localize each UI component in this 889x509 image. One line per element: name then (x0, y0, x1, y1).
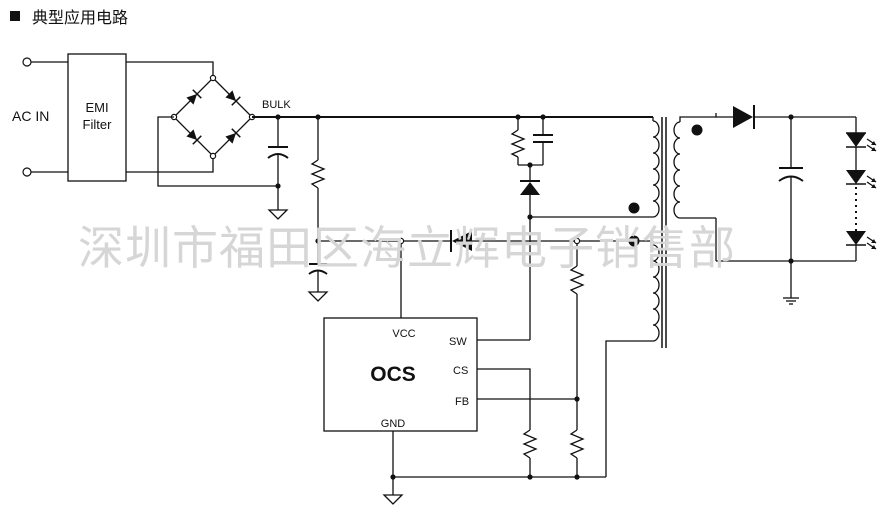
ground-bus (393, 474, 606, 480)
ac-terminal-bottom (22, 167, 32, 177)
chip-name: OCS (370, 363, 416, 386)
aux-polarity-dot (628, 235, 640, 247)
fb-lower-resistor-icon (569, 429, 585, 477)
pin-sw-label: SW (449, 336, 467, 348)
output-diode-icon (733, 105, 856, 129)
transformer-core (661, 117, 667, 348)
output-return (680, 217, 856, 264)
snubber-network (510, 117, 653, 340)
bridge-diode-4-icon (225, 128, 241, 144)
vcc-rail (315, 237, 450, 318)
pin-cs-label: CS (453, 365, 468, 377)
fb-upper-resistor-icon (569, 244, 585, 430)
bulk-label: BULK (262, 99, 291, 111)
led-string (846, 117, 877, 261)
startup-resistor-icon (310, 117, 326, 241)
bulk-rail: BULK (252, 99, 653, 120)
pin-vcc-label: VCC (392, 328, 415, 340)
led-2-icon (846, 170, 877, 189)
bridge-diode-2-icon (225, 90, 241, 106)
bulk-capacitor-icon (267, 117, 289, 220)
aux-diode-icon (450, 230, 653, 252)
ac-terminal-top (22, 57, 32, 67)
bridge-diode-3-icon (186, 129, 202, 145)
emi-label-line1: EMI (85, 100, 108, 115)
pin-gnd-label: GND (381, 418, 406, 430)
pin-wiring (382, 339, 580, 505)
aux-winding-icon (605, 235, 660, 477)
heading-bullet-icon (10, 11, 20, 21)
bridge-rectifier (157, 74, 278, 187)
cs-sense-resistor-icon (522, 429, 538, 477)
ac-in-label: AC IN (12, 108, 49, 124)
pin-fb-label: FB (455, 396, 469, 408)
ocs-controller-chip: VCC SW CS FB GND OCS (323, 317, 478, 432)
ac-input: AC IN (12, 57, 68, 177)
secondary-polarity-dot (691, 124, 703, 136)
primary-winding-icon (628, 117, 660, 218)
snubber-diode-icon (520, 180, 540, 195)
heading: 典型应用电路 (10, 4, 128, 28)
heading-title: 典型应用电路 (32, 8, 129, 27)
emi-to-bridge-wires (126, 61, 214, 173)
output-capacitor-icon (778, 117, 804, 305)
led-3-icon (846, 231, 877, 250)
vcc-capacitor-icon (307, 241, 329, 302)
emi-label-line2: Filter (83, 117, 113, 132)
bridge-diode-1-icon (186, 89, 202, 105)
led-1-icon (846, 132, 877, 152)
primary-polarity-dot (628, 202, 640, 214)
secondary-winding-icon (673, 113, 733, 219)
emi-filter: EMI Filter (67, 53, 127, 182)
